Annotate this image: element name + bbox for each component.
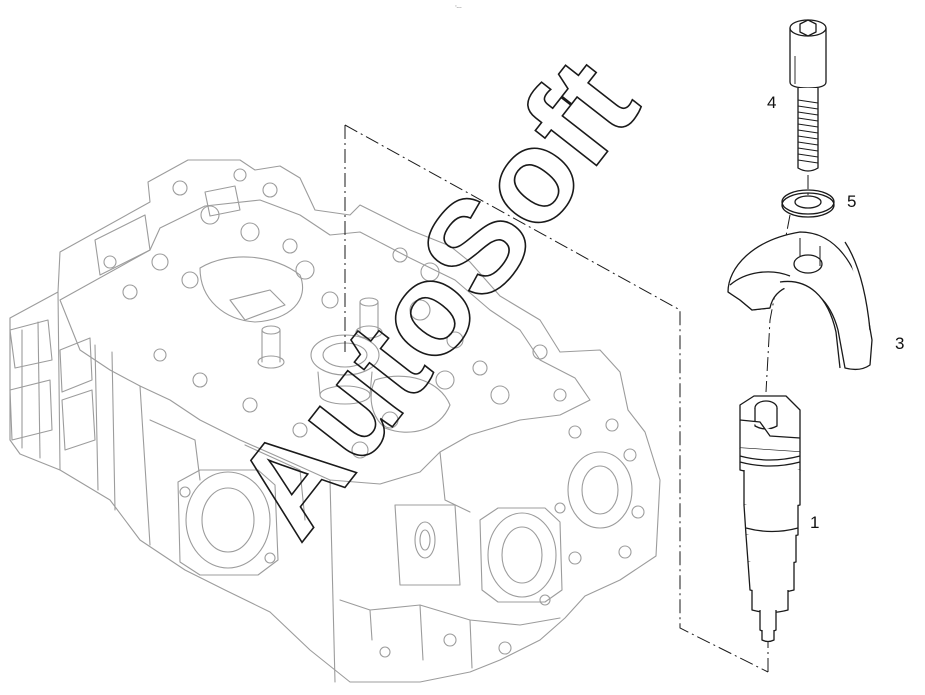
callout-part-3: 3 <box>895 334 904 353</box>
cylinder-head <box>9 159 661 683</box>
washer-part-5 <box>781 189 835 218</box>
axis-frame-line <box>344 124 769 673</box>
callout-part-5: 5 <box>847 192 856 211</box>
bolt-part-4 <box>789 19 827 172</box>
injector-part-1 <box>739 395 801 643</box>
tiny-mark: ⁰ₘₘ <box>455 4 462 9</box>
clamp-part-3 <box>727 231 873 371</box>
callout-part-4: 4 <box>767 93 776 112</box>
watermark-text: AutoSoft <box>206 33 665 563</box>
callout-part-1: 1 <box>810 513 819 532</box>
